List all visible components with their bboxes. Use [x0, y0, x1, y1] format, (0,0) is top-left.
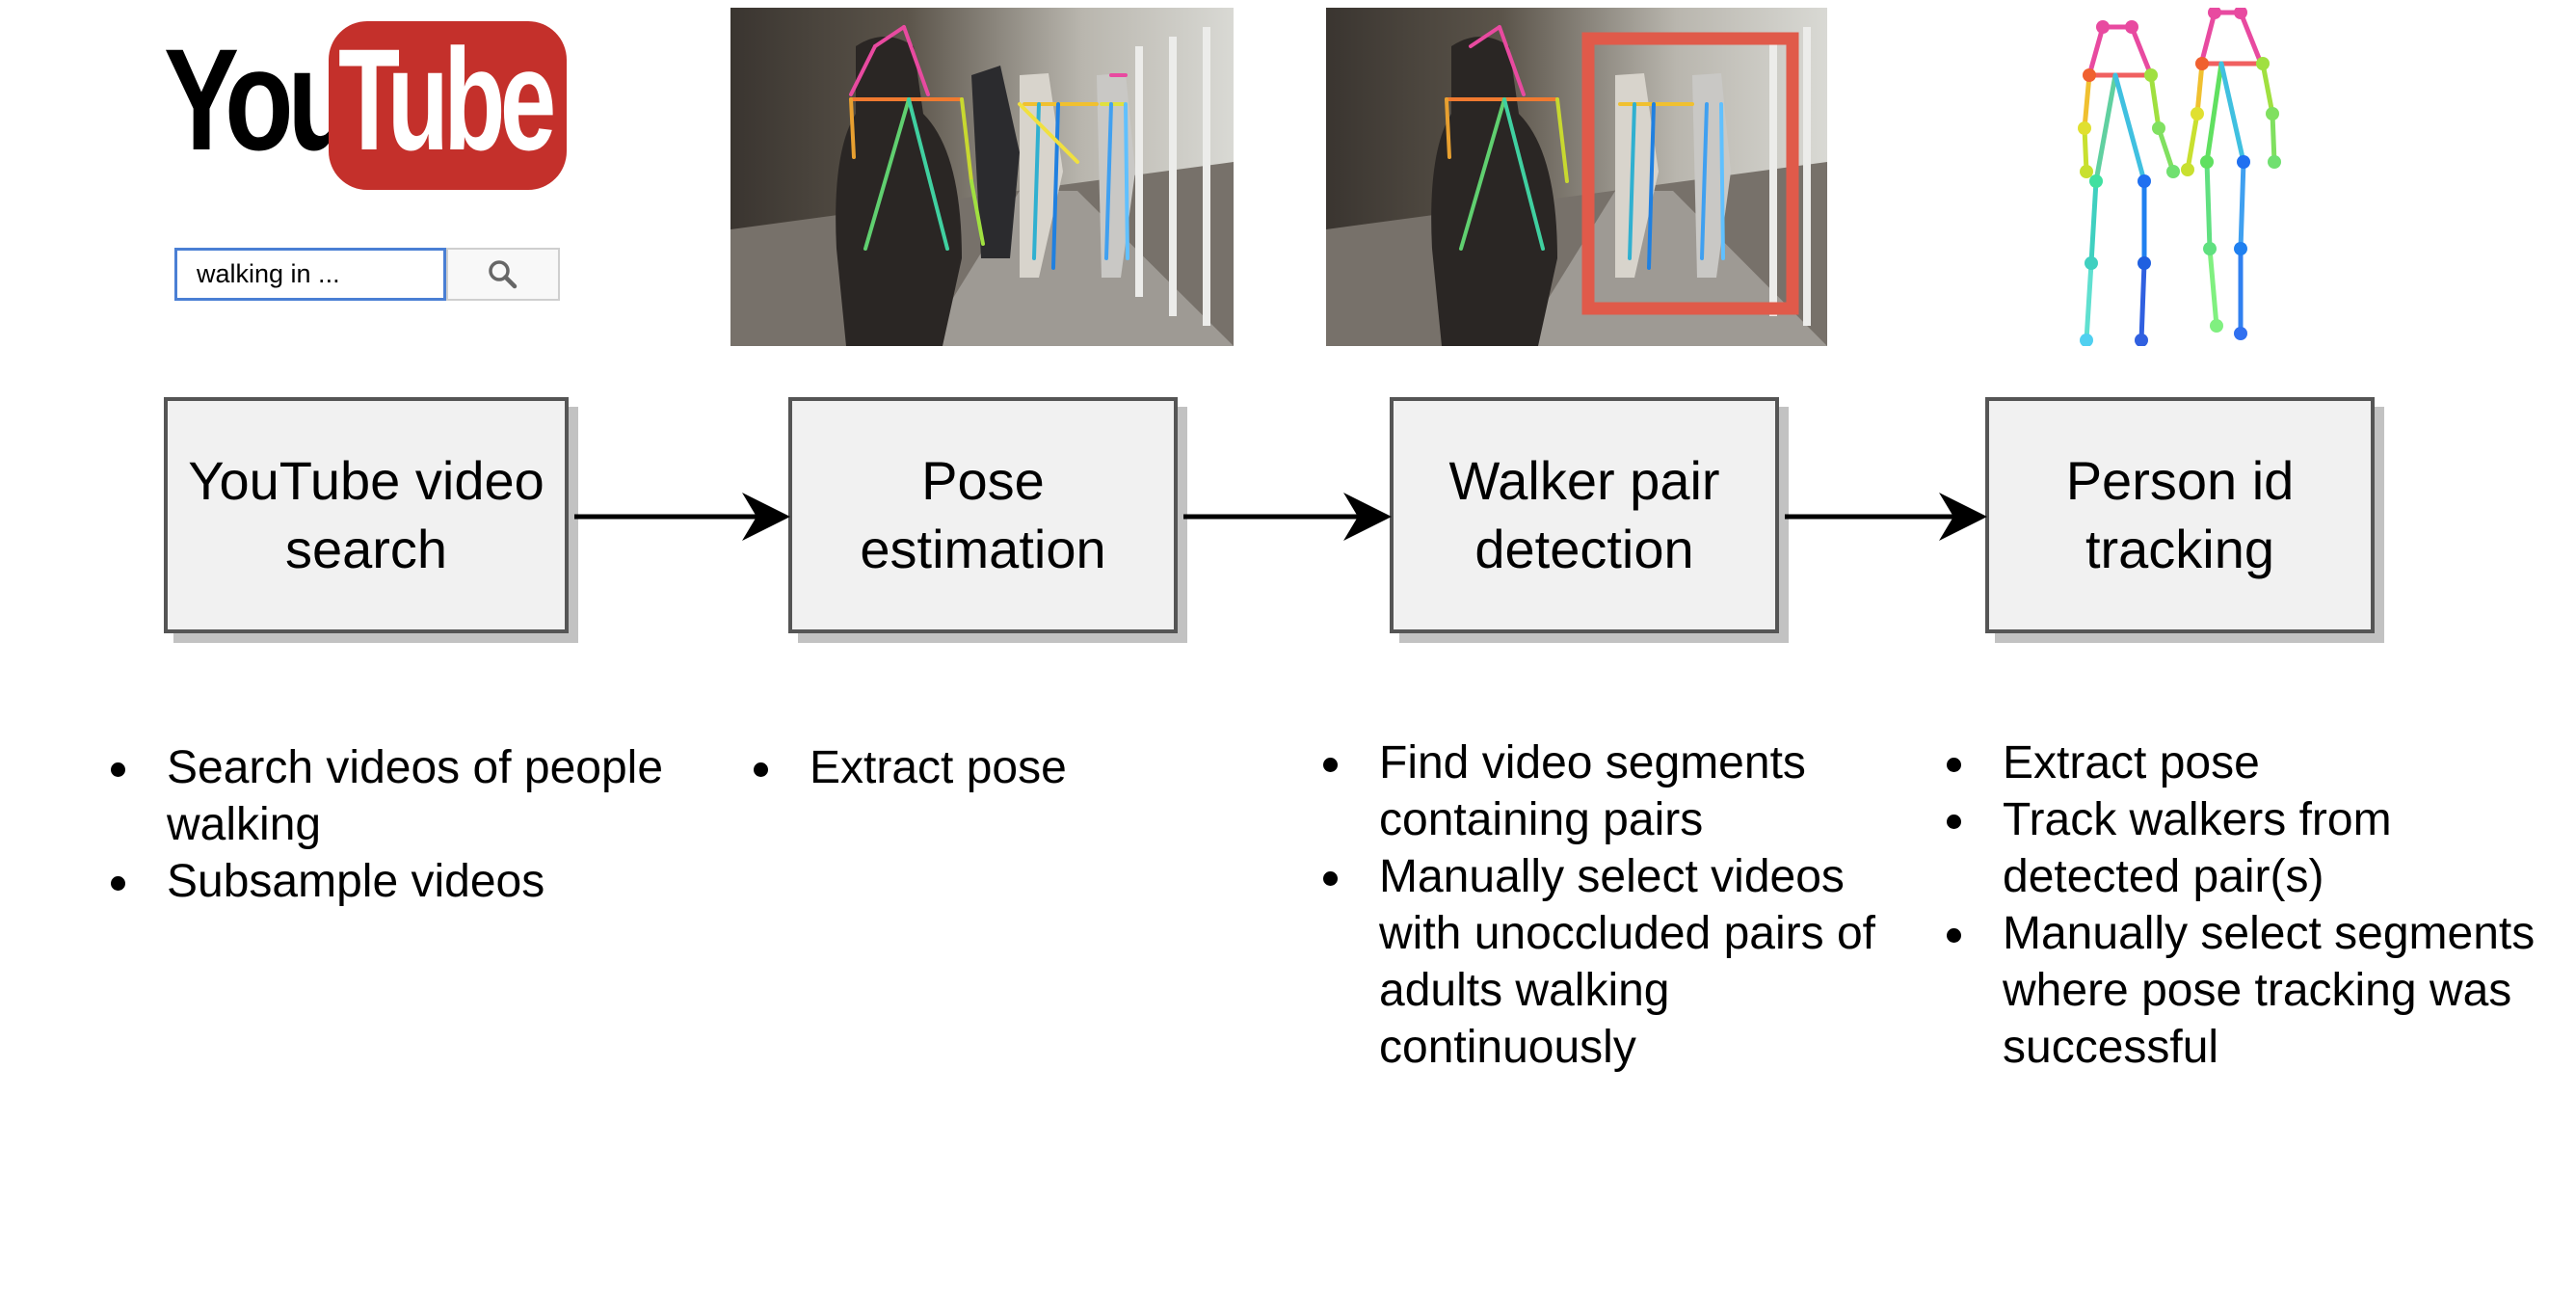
bullet-item: Manually select segments where pose trac…	[1942, 905, 2573, 1076]
step-walker-pair-detection: Walker pair detection	[1390, 397, 1779, 633]
logo-tube-text: Tube	[338, 18, 556, 180]
step-label: Person id tracking	[2065, 449, 2295, 579]
bullet-item: Extract pose	[749, 739, 1231, 796]
detection-box	[1581, 32, 1799, 315]
bullet-item: Extract pose	[1942, 735, 2573, 791]
bullet-item: Track walkers from detected pair(s)	[1942, 791, 2573, 905]
bullet-item: Subsample videos	[106, 853, 723, 910]
bullet-item: Find video segments containing pairs	[1318, 735, 1935, 848]
bullets-pose-estimation: Extract pose	[749, 739, 1231, 796]
tracked-skeletons-image	[2053, 8, 2303, 346]
bullet-item: Search videos of people walking	[106, 739, 723, 853]
bullets-youtube-search: Search videos of people walking Subsampl…	[106, 739, 723, 910]
pair-detection-photo	[1326, 8, 1827, 346]
step-youtube-video-search: YouTube video search	[164, 397, 569, 633]
pose-estimation-photo	[730, 8, 1234, 346]
search-input[interactable]: walking in ...	[174, 248, 446, 301]
search-button[interactable]	[446, 248, 560, 301]
bullets-person-tracking: Extract pose Track walkers from detected…	[1942, 735, 2573, 1076]
step-person-id-tracking: Person id tracking	[1985, 397, 2375, 633]
search-icon	[489, 259, 518, 288]
step-label: Pose estimation	[860, 449, 1106, 579]
logo-tube-background	[329, 21, 567, 190]
logo-you-text: You	[164, 18, 357, 180]
bullets-pair-detection: Find video segments containing pairs Man…	[1318, 735, 1935, 1076]
step-pose-estimation: Pose estimation	[788, 397, 1178, 633]
step-label: Walker pair detection	[1448, 449, 1720, 579]
bullet-item: Manually select videos with unoccluded p…	[1318, 848, 1935, 1076]
step-label: YouTube video search	[188, 449, 544, 579]
